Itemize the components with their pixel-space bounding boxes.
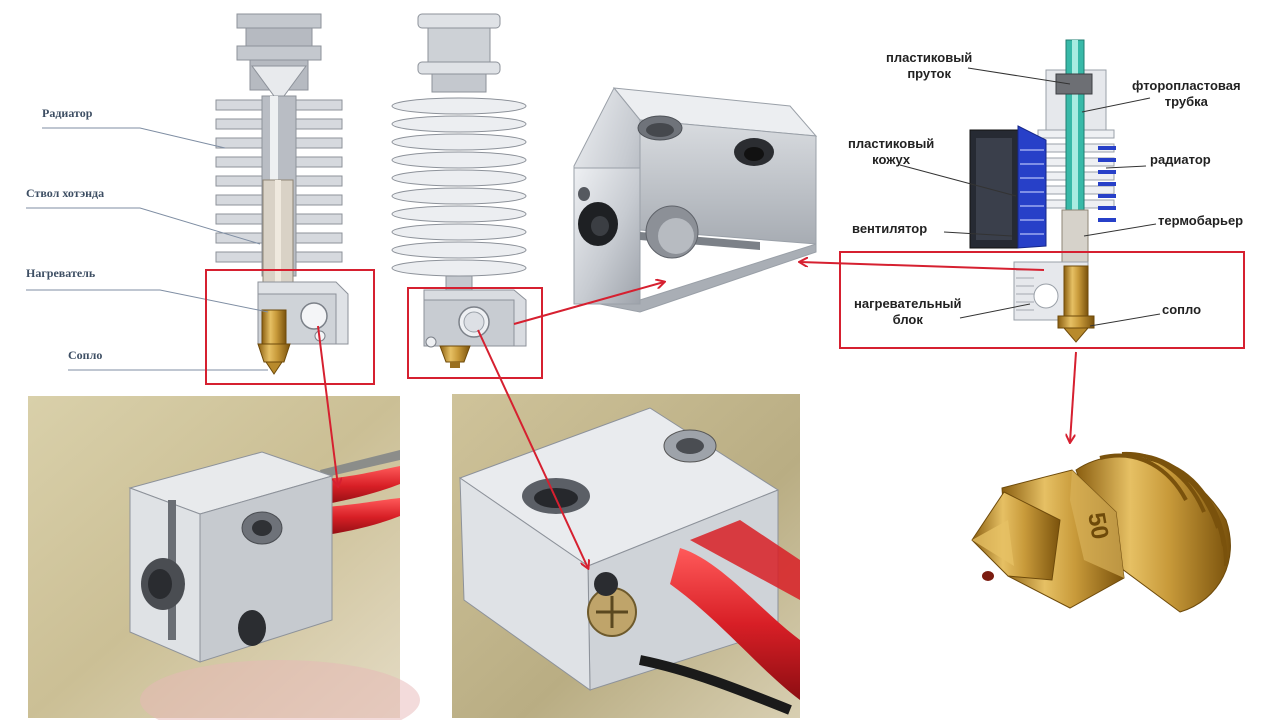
arrow-middle-to-block xyxy=(513,282,664,325)
label-radiator-right: радиатор xyxy=(1150,152,1211,167)
nozzle-photo xyxy=(971,451,1231,613)
highlight-boxes xyxy=(205,251,1245,385)
label-ptfe-tube: фторопластовая трубка xyxy=(1132,78,1241,109)
label-heater: Нагреватель xyxy=(26,266,96,280)
nozzle-size-marking: 50 xyxy=(1082,510,1114,542)
label-plastic-filament: пластиковый пруток xyxy=(886,50,973,81)
pointer-arrows xyxy=(317,262,1077,568)
highlight-box-middle xyxy=(407,287,543,379)
arrow-left-to-photo xyxy=(317,325,338,486)
right-leader-lines xyxy=(899,67,1161,327)
left-hotend-cutaway xyxy=(215,13,349,375)
label-heater-block: нагревательный блок xyxy=(854,296,962,327)
right-hotend-schematic xyxy=(969,39,1116,343)
heater-block-photo-left xyxy=(28,396,420,720)
label-hotend-barrel: Ствол хотэнда xyxy=(26,186,105,200)
highlight-box-right xyxy=(839,251,1245,349)
label-heatbreak: термобарьер xyxy=(1158,213,1244,228)
left-leader-lines xyxy=(26,127,269,371)
label-radiator: Радиатор xyxy=(42,106,93,120)
highlight-box-left xyxy=(205,269,375,385)
arrow-right-to-block xyxy=(800,262,1045,271)
label-nozzle-left: Сопло xyxy=(68,348,103,362)
middle-hotend-render xyxy=(391,13,527,368)
label-fan: вентилятор xyxy=(852,221,928,236)
label-plastic-shroud: пластиковый кожух xyxy=(848,136,935,167)
arrow-right-to-nozzle xyxy=(1070,351,1077,442)
arrow-middle-to-photo xyxy=(477,329,588,568)
heater-block-photo-center xyxy=(452,394,800,718)
label-nozzle-right: сопло xyxy=(1162,302,1202,317)
heater-block-render xyxy=(573,87,818,313)
